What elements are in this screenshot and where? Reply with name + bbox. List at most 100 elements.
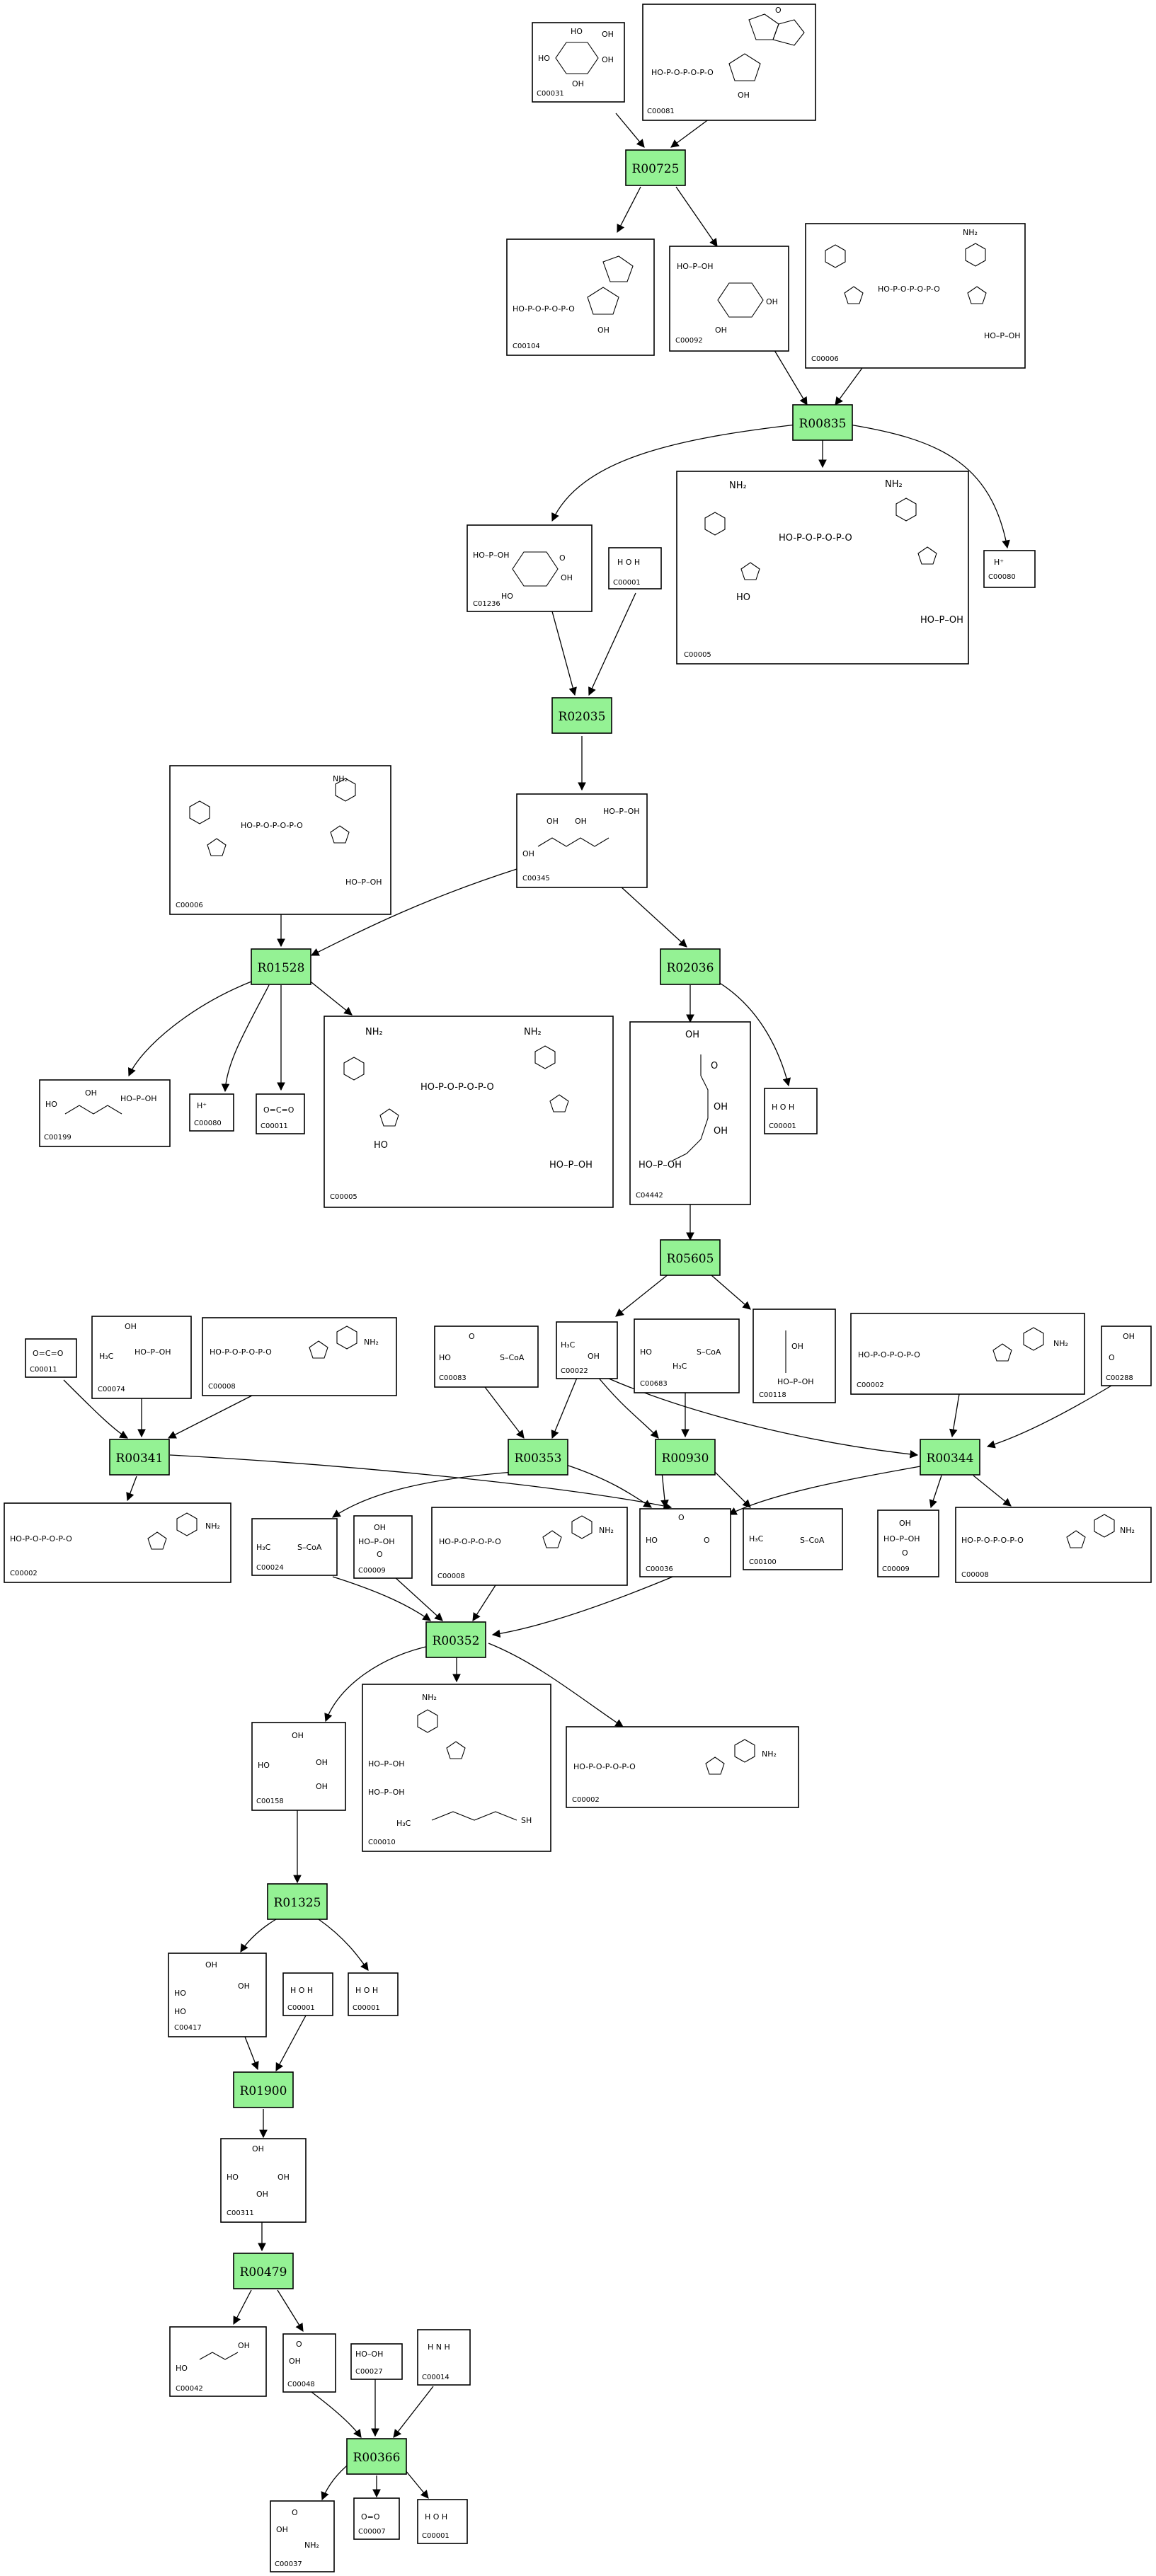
- compound-node[interactable]: HO-P-O-P-O-P-O NH₂ C00008: [431, 1507, 628, 1586]
- compound-node[interactable]: H O H C00001: [417, 2499, 468, 2544]
- compound-label: C00031: [537, 90, 564, 98]
- compound-node[interactable]: H O H C00001: [348, 1972, 399, 2016]
- svg-text:HO: HO: [174, 2007, 186, 2016]
- structure-water: H O H: [355, 1986, 378, 1995]
- compound-node[interactable]: HO-P-O-P-O-P-O NH₂ C00002: [850, 1313, 1085, 1395]
- compound-node[interactable]: HO-P-O-P-O-P-O NH₂ HO–P–OH C00006: [805, 223, 1026, 369]
- compound-node[interactable]: H N H C00014: [417, 2329, 471, 2386]
- structure-pyruvate: H₃C OH: [561, 1340, 600, 1361]
- reaction-node[interactable]: R00725: [625, 149, 686, 186]
- compound-node[interactable]: H O H C00001: [764, 1088, 818, 1134]
- compound-node[interactable]: HO-P-O-P-O-P-O NH₂ C00002: [4, 1502, 231, 1583]
- compound-node[interactable]: HO-P-O-P-O-P-O NH₂ HO–P–OH C00006: [169, 765, 391, 915]
- compound-node[interactable]: H O H C00001: [608, 547, 662, 590]
- compound-label: C00001: [613, 579, 641, 587]
- compound-label: C00024: [256, 1564, 284, 1572]
- compound-node[interactable]: OH O OH OH HO–P–OH C04442: [629, 1021, 751, 1205]
- compound-node[interactable]: O HO S–CoA C00083: [434, 1326, 539, 1388]
- svg-text:HO: HO: [571, 27, 583, 36]
- compound-node[interactable]: OH HO OH OH C00311: [220, 2138, 307, 2223]
- compound-node[interactable]: H⁺ C00080: [189, 1093, 234, 1132]
- compound-label: C04442: [636, 1192, 663, 1200]
- reaction-node[interactable]: R00930: [655, 1439, 716, 1476]
- structure-adp: HO-P-O-P-O-P-O NH₂: [210, 1326, 379, 1359]
- reaction-node[interactable]: R05605: [660, 1239, 721, 1276]
- reaction-node[interactable]: R02036: [660, 948, 721, 985]
- reaction-node[interactable]: R00835: [792, 404, 853, 441]
- svg-text:NH₂: NH₂: [729, 481, 747, 491]
- compound-node[interactable]: HO OH HO–P–OH C00199: [39, 1079, 171, 1147]
- compound-node[interactable]: HO-P-O-P-O-P-O NH₂ C00002: [566, 1726, 799, 1808]
- svg-text:OH: OH: [685, 1030, 699, 1040]
- svg-text:OH: OH: [714, 1102, 728, 1112]
- compound-node[interactable]: HO–OH C00027: [350, 2343, 403, 2380]
- compound-node[interactable]: OH H₃C HO–P–OH C00074: [91, 1316, 192, 1399]
- svg-text:HO-P-O-P-O-P-O: HO-P-O-P-O-P-O: [210, 1347, 272, 1357]
- compound-label: C00345: [522, 875, 550, 882]
- svg-text:H₃C: H₃C: [396, 1819, 411, 1828]
- compound-label: C00074: [98, 1386, 125, 1393]
- compound-label: C00007: [358, 2528, 386, 2536]
- compound-node[interactable]: HO-P-O-P-O-P-O O OH C00081: [642, 4, 816, 121]
- compound-node[interactable]: O HO O C00036: [639, 1508, 731, 1577]
- compound-node[interactable]: HO–P–OH O HO OH C01236: [467, 524, 593, 612]
- edge: [304, 976, 353, 1016]
- edge: [324, 1645, 433, 1723]
- compound-node[interactable]: NH₂ HO–P–OH HO–P–OH H₃C SH C00010: [362, 1684, 551, 1852]
- compound-node[interactable]: OH O C00288: [1101, 1326, 1152, 1386]
- compound-node[interactable]: H₃C S–CoA C00100: [743, 1508, 843, 1570]
- compound-node[interactable]: NH₂ HO-P-O-P-O-P-O NH₂ HO–P–OH HO C00005: [324, 1016, 614, 1208]
- compound-node[interactable]: OH HO OH HO C00417: [168, 1953, 267, 2037]
- compound-label: C00048: [287, 2381, 315, 2388]
- svg-text:OH: OH: [238, 2341, 250, 2350]
- reaction-node[interactable]: R01528: [251, 948, 311, 985]
- compound-node[interactable]: OH OH OH HO–P–OH C00345: [516, 793, 648, 888]
- structure-glyceraldehyde-phosphate: OH HO–P–OH: [777, 1330, 814, 1386]
- svg-text:OH: OH: [289, 2357, 301, 2366]
- reaction-node[interactable]: R01325: [267, 1883, 328, 1920]
- compound-node[interactable]: HO OH C00042: [169, 2326, 267, 2397]
- compound-label: C00014: [422, 2374, 450, 2381]
- structure-adp: HO-P-O-P-O-P-O NH₂: [961, 1514, 1135, 1548]
- svg-text:HO: HO: [174, 1989, 186, 1998]
- structure-nucleotide: HO-P-O-P-O-P-O O OH: [651, 6, 805, 100]
- compound-node[interactable]: HO OH HO OH OH C00031: [532, 22, 625, 103]
- compound-label: C00001: [769, 1122, 796, 1130]
- compound-node[interactable]: H⁺ C00080: [983, 550, 1036, 588]
- reaction-node[interactable]: R00353: [508, 1439, 568, 1476]
- compound-node[interactable]: O=C=O C00011: [256, 1093, 305, 1134]
- compound-node[interactable]: OH HO–P–OH O C00009: [877, 1510, 939, 1577]
- compound-node[interactable]: OH HO–P–OH C00118: [752, 1309, 836, 1403]
- reaction-label: R00366: [353, 2451, 401, 2465]
- compound-node[interactable]: HO S–CoA H₃C C00683: [634, 1318, 740, 1393]
- compound-node[interactable]: H₃C OH C00022: [556, 1321, 618, 1379]
- compound-node[interactable]: HO-P-O-P-O-P-O NH₂ C00008: [955, 1507, 1152, 1583]
- compound-label: C00010: [368, 1839, 396, 1846]
- reaction-label: R02035: [559, 710, 606, 724]
- compound-node[interactable]: NH₂ HO-P-O-P-O-P-O NH₂ HO–P–OH HO C00005: [676, 471, 969, 665]
- reaction-node[interactable]: R00352: [425, 1621, 486, 1658]
- structure-proton: H⁺: [197, 1101, 207, 1110]
- compound-node[interactable]: O=O C00007: [353, 2497, 400, 2540]
- compound-node[interactable]: O OH C00048: [282, 2333, 336, 2393]
- compound-node[interactable]: O=C=O C00011: [25, 1338, 77, 1378]
- compound-node[interactable]: HO-P-O-P-O-P-O NH₂ C00008: [202, 1317, 397, 1396]
- compound-node[interactable]: O OH NH₂ C00037: [270, 2500, 335, 2572]
- edge: [714, 979, 791, 1087]
- svg-text:HO–P–OH: HO–P–OH: [368, 1759, 405, 1769]
- reaction-node[interactable]: R01900: [233, 2071, 294, 2108]
- reaction-node[interactable]: R00479: [233, 2253, 294, 2289]
- reaction-node[interactable]: R02035: [551, 697, 612, 734]
- compound-node[interactable]: OH HO–P–OH O C00009: [353, 1515, 413, 1579]
- edge: [491, 1573, 680, 1638]
- reaction-node[interactable]: R00344: [920, 1439, 980, 1476]
- compound-node[interactable]: H₃C S–CoA C00024: [251, 1518, 338, 1576]
- structure-lactone: HO–P–OH O HO OH: [473, 551, 573, 601]
- compound-node[interactable]: H O H C00001: [282, 1972, 333, 2016]
- compound-node[interactable]: HO–P–OH OH OH C00092: [669, 246, 789, 352]
- compound-node[interactable]: OH HO OH OH C00158: [251, 1722, 346, 1811]
- compound-label: C00008: [961, 1571, 989, 1579]
- compound-node[interactable]: HO-P-O-P-O-P-O OH C00104: [506, 238, 655, 356]
- reaction-node[interactable]: R00341: [109, 1439, 170, 1476]
- reaction-node[interactable]: R00366: [346, 2438, 407, 2475]
